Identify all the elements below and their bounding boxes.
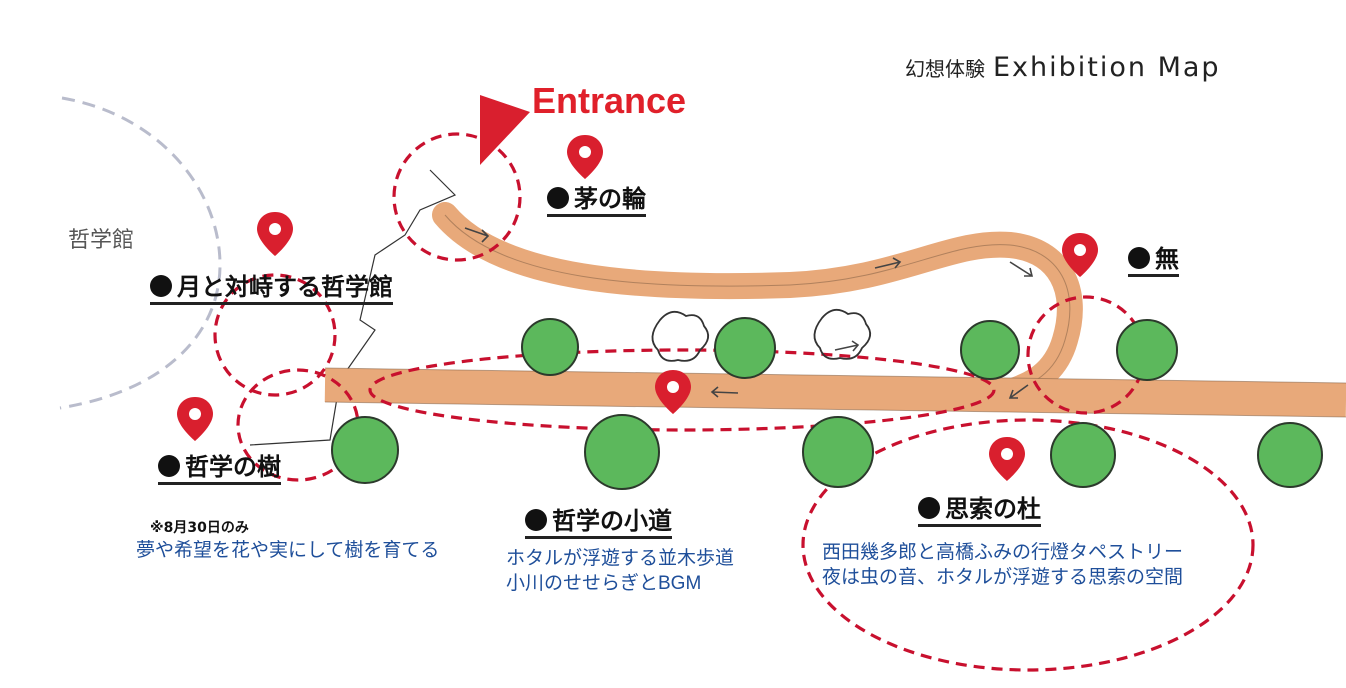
tree-description: 夢や希望を花や実にして樹を育てる — [136, 540, 440, 561]
upper-path-edge — [444, 214, 1071, 393]
forest-description-line-2: 夜は虫の音、ホタルが浮遊する思索の空間 — [822, 567, 1184, 588]
tree-icon — [521, 318, 579, 376]
spot-name: 哲学の小道 — [552, 506, 672, 535]
map-pin-icon — [567, 135, 603, 179]
map-title: 幻想体験 Exhibition Map — [905, 52, 1221, 83]
forest-description-line-1: 西田幾多郎と高橋ふみの行燈タペストリー — [822, 542, 1184, 563]
tree-icon — [802, 416, 874, 488]
tree-icon — [584, 414, 660, 490]
path-description-line-1: ホタルが浮遊する並木歩道 — [506, 548, 735, 569]
spot-name: 思索の杜 — [945, 494, 1041, 523]
spot-marker-dot — [547, 187, 569, 209]
path-description-line-2: 小川のせせらぎとBGM — [506, 573, 702, 594]
pathway-sketch-outline — [249, 169, 457, 446]
trees — [331, 317, 1323, 490]
spot-label-forest[interactable]: 思索の杜 — [918, 495, 1041, 527]
spot-marker-dot — [525, 509, 547, 531]
entrance-flag-icon — [480, 95, 530, 165]
entrance-zone — [392, 132, 522, 262]
spot-label-path[interactable]: 哲学の小道 — [525, 507, 672, 539]
lower-path — [324, 368, 1346, 417]
spot-marker-dot — [150, 275, 172, 297]
tree-date-note: ※8月30日のみ — [150, 520, 249, 536]
map-title-jp: 幻想体験 — [905, 57, 985, 81]
spot-marker-dot — [918, 497, 940, 519]
spot-label-chinowa[interactable]: 茅の輪 — [547, 185, 646, 217]
map-pins — [177, 135, 1098, 481]
tree-icon — [960, 320, 1020, 380]
tree-icon — [331, 416, 399, 484]
map-pin-icon — [1062, 233, 1098, 277]
tree-icon — [714, 317, 776, 379]
bush-outline-icon — [651, 308, 872, 362]
entrance-label: Entrance — [532, 80, 687, 121]
building-outline — [59, 96, 222, 410]
tree-icon — [1257, 422, 1323, 488]
spot-name: 無 — [1155, 244, 1179, 273]
tree-icon — [1050, 422, 1116, 488]
spot-name: 哲学の樹 — [185, 452, 281, 481]
direction-arrow-icon — [464, 227, 1034, 399]
map-pin-icon — [989, 437, 1025, 481]
spot-label-tree[interactable]: 哲学の樹 — [158, 453, 281, 485]
map-title-en: Exhibition Map — [993, 52, 1221, 83]
tree-icon — [1116, 319, 1178, 381]
moon-zone — [213, 273, 337, 397]
spot-label-mu[interactable]: 無 — [1128, 245, 1179, 277]
map-pin-icon — [655, 370, 691, 414]
spot-marker-dot — [1128, 247, 1150, 269]
zone-circles — [213, 132, 1255, 672]
lower-path-edge — [324, 367, 1346, 418]
forest-zone — [801, 418, 1255, 672]
spot-name: 月と対峙する哲学館 — [177, 272, 393, 301]
path-zone — [368, 348, 996, 432]
spot-name: 茅の輪 — [574, 184, 646, 213]
spot-label-moon[interactable]: 月と対峙する哲学館 — [150, 273, 393, 305]
map-pin-icon — [177, 397, 213, 441]
map-pin-icon — [257, 212, 293, 256]
spot-marker-dot — [158, 455, 180, 477]
building-label: 哲学館 — [68, 228, 135, 253]
